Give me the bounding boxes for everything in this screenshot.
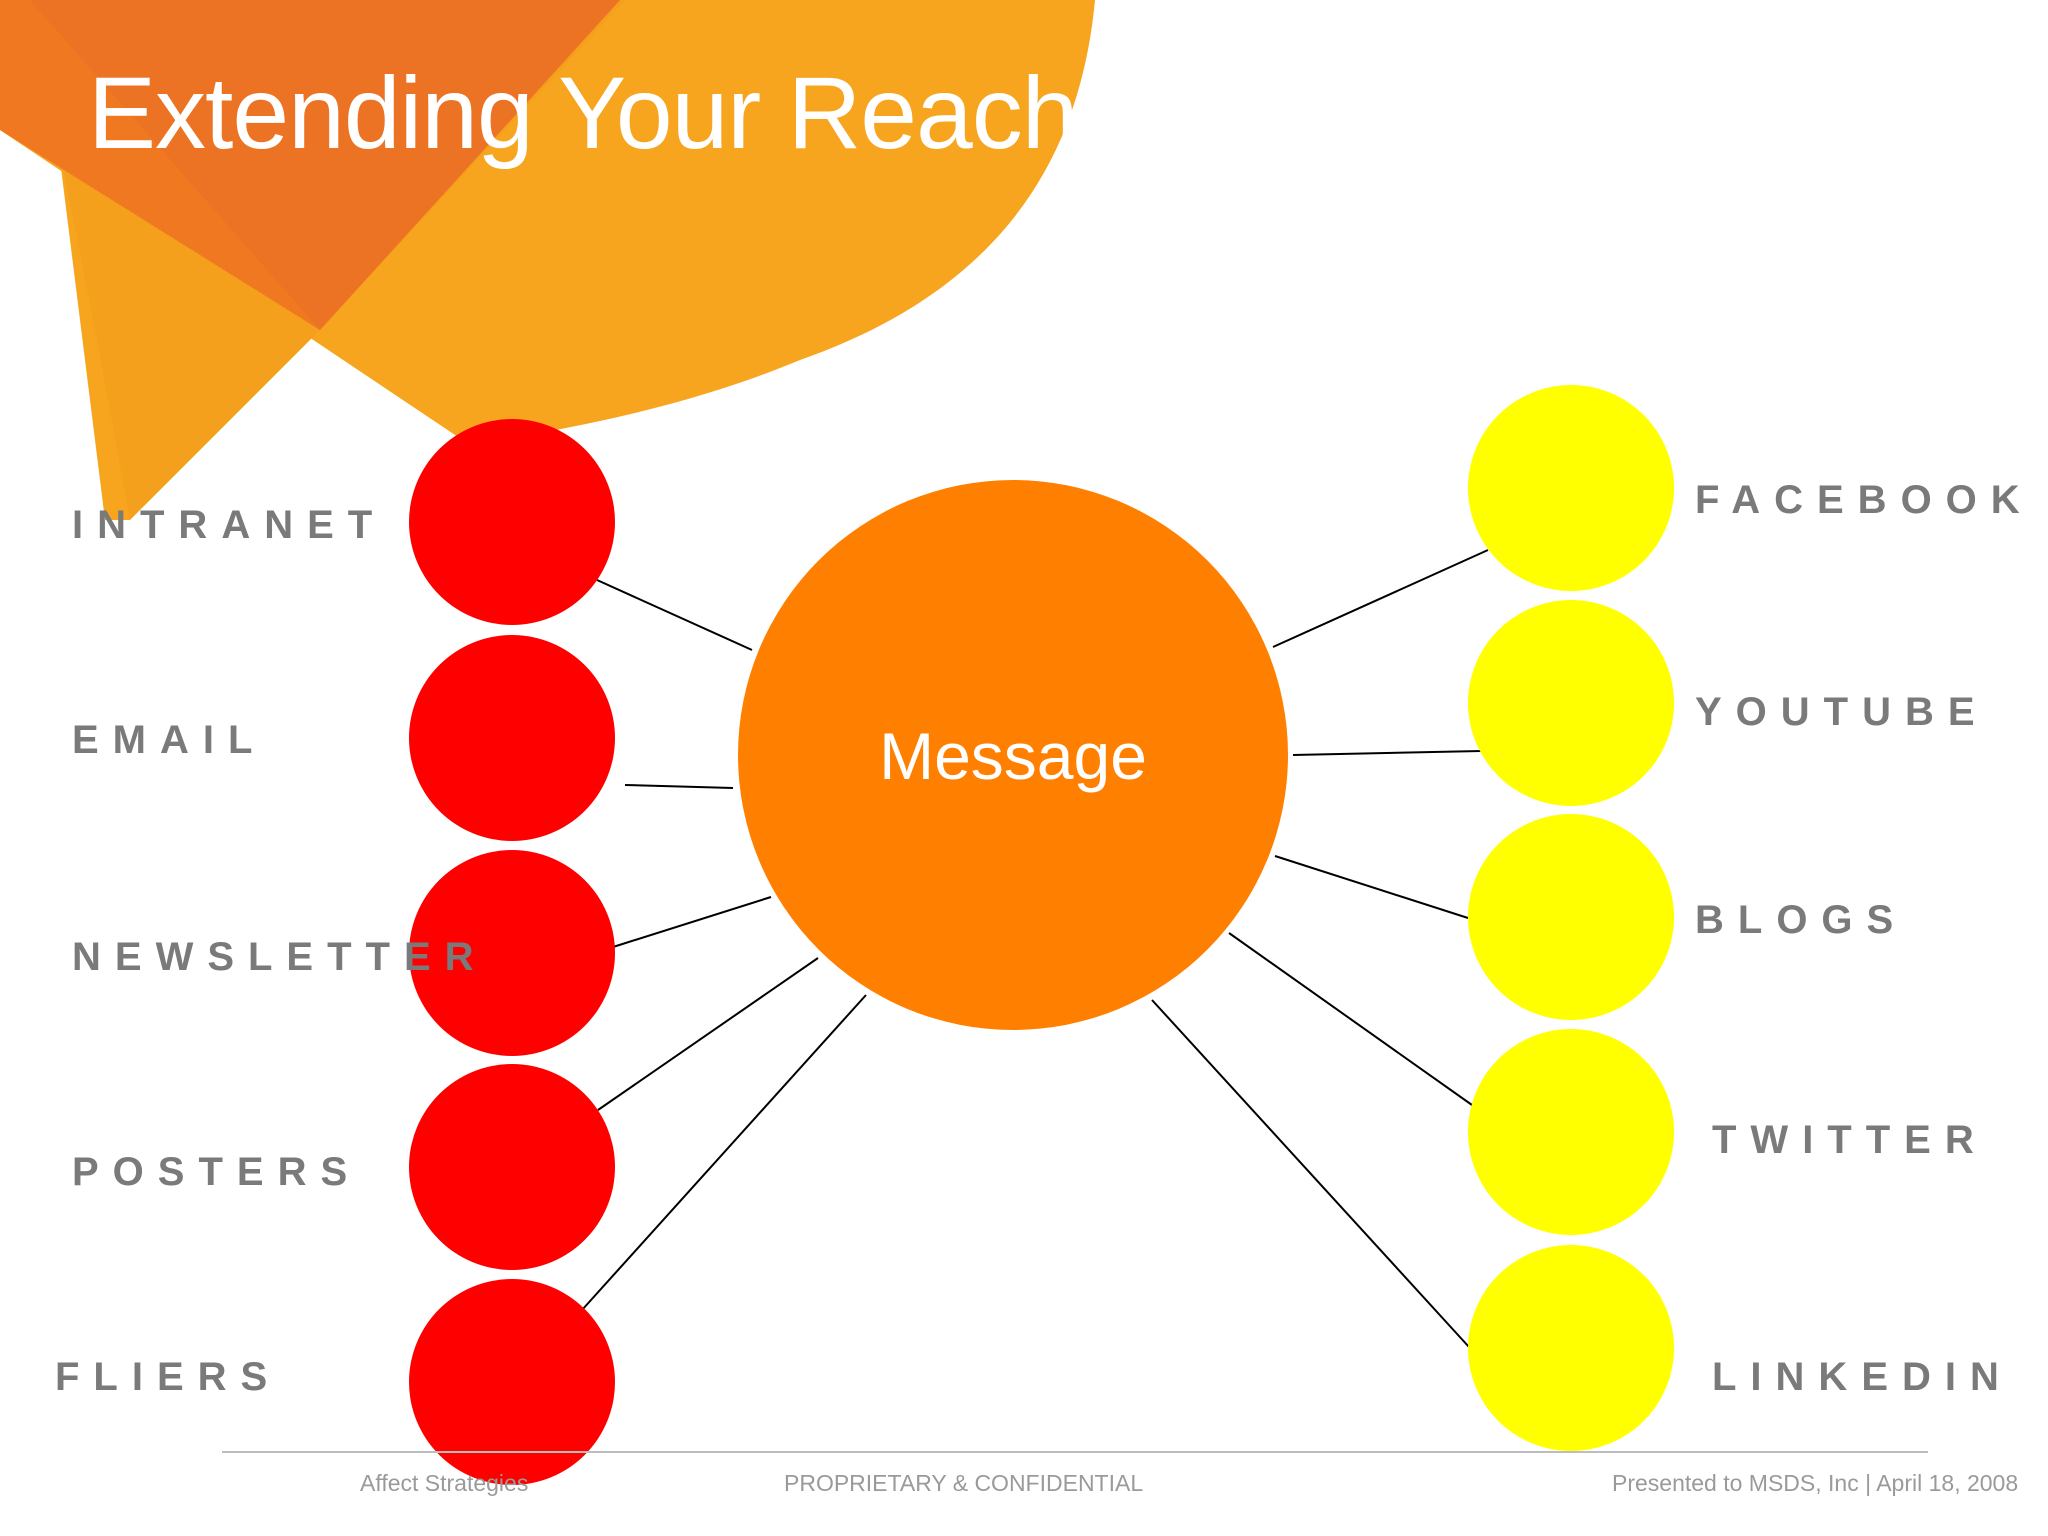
connector-line-intranet: [596, 579, 753, 651]
connector-line-blogs: [1274, 855, 1469, 919]
connector-line-posters: [597, 957, 819, 1111]
right-channel-label-facebook: Facebook: [1695, 478, 2034, 522]
center-node-message: [738, 480, 1288, 1030]
connector-line-newsletter: [612, 896, 772, 948]
left-channel-label-email: Email: [72, 718, 267, 762]
slide-title: Extending Your Reach: [88, 56, 1078, 170]
connector-line-twitter: [1228, 932, 1473, 1106]
connector-line-fliers: [581, 994, 867, 1311]
right-node-linkedin: [1468, 1245, 1674, 1451]
diagram-nodes: [409, 385, 1674, 1485]
center-node-label: Message: [879, 719, 1147, 793]
connector-lines: [581, 549, 1489, 1348]
footer-company: Affect Strategies: [360, 1470, 529, 1496]
right-node-youtube: [1468, 600, 1674, 806]
connector-line-email: [624, 784, 734, 789]
left-channel-label-posters: Posters: [72, 1150, 362, 1194]
right-channel-label-linkedin: LinkedIn: [1712, 1355, 2013, 1399]
right-channel-label-youtube: YouTube: [1695, 690, 1989, 734]
connector-line-linkedin: [1151, 999, 1470, 1348]
footer-presented: Presented to MSDS, Inc | April 18, 2008: [1612, 1470, 2019, 1496]
connector-line-facebook: [1272, 549, 1489, 648]
left-channel-label-intranet: Intranet: [72, 503, 387, 547]
left-channel-label-newsletter: Newsletter: [72, 935, 488, 979]
right-node-facebook: [1468, 385, 1674, 591]
left-channel-label-fliers: Fliers: [55, 1355, 282, 1399]
connector-line-youtube: [1292, 750, 1482, 756]
banner-shape-dark-overlap: [30, 0, 620, 330]
right-channel-label-blogs: Blogs: [1695, 898, 1908, 942]
left-node-newsletter: [409, 850, 615, 1056]
right-node-twitter: [1468, 1029, 1674, 1235]
right-channel-label-twitter: Twitter: [1712, 1118, 1988, 1162]
left-node-email: [409, 635, 615, 841]
right-node-blogs: [1468, 814, 1674, 1020]
left-node-fliers: [409, 1279, 615, 1485]
left-node-intranet: [409, 419, 615, 625]
footer-confidential: PROPRIETARY & CONFIDENTIAL: [784, 1470, 1144, 1496]
left-node-posters: [409, 1064, 615, 1270]
